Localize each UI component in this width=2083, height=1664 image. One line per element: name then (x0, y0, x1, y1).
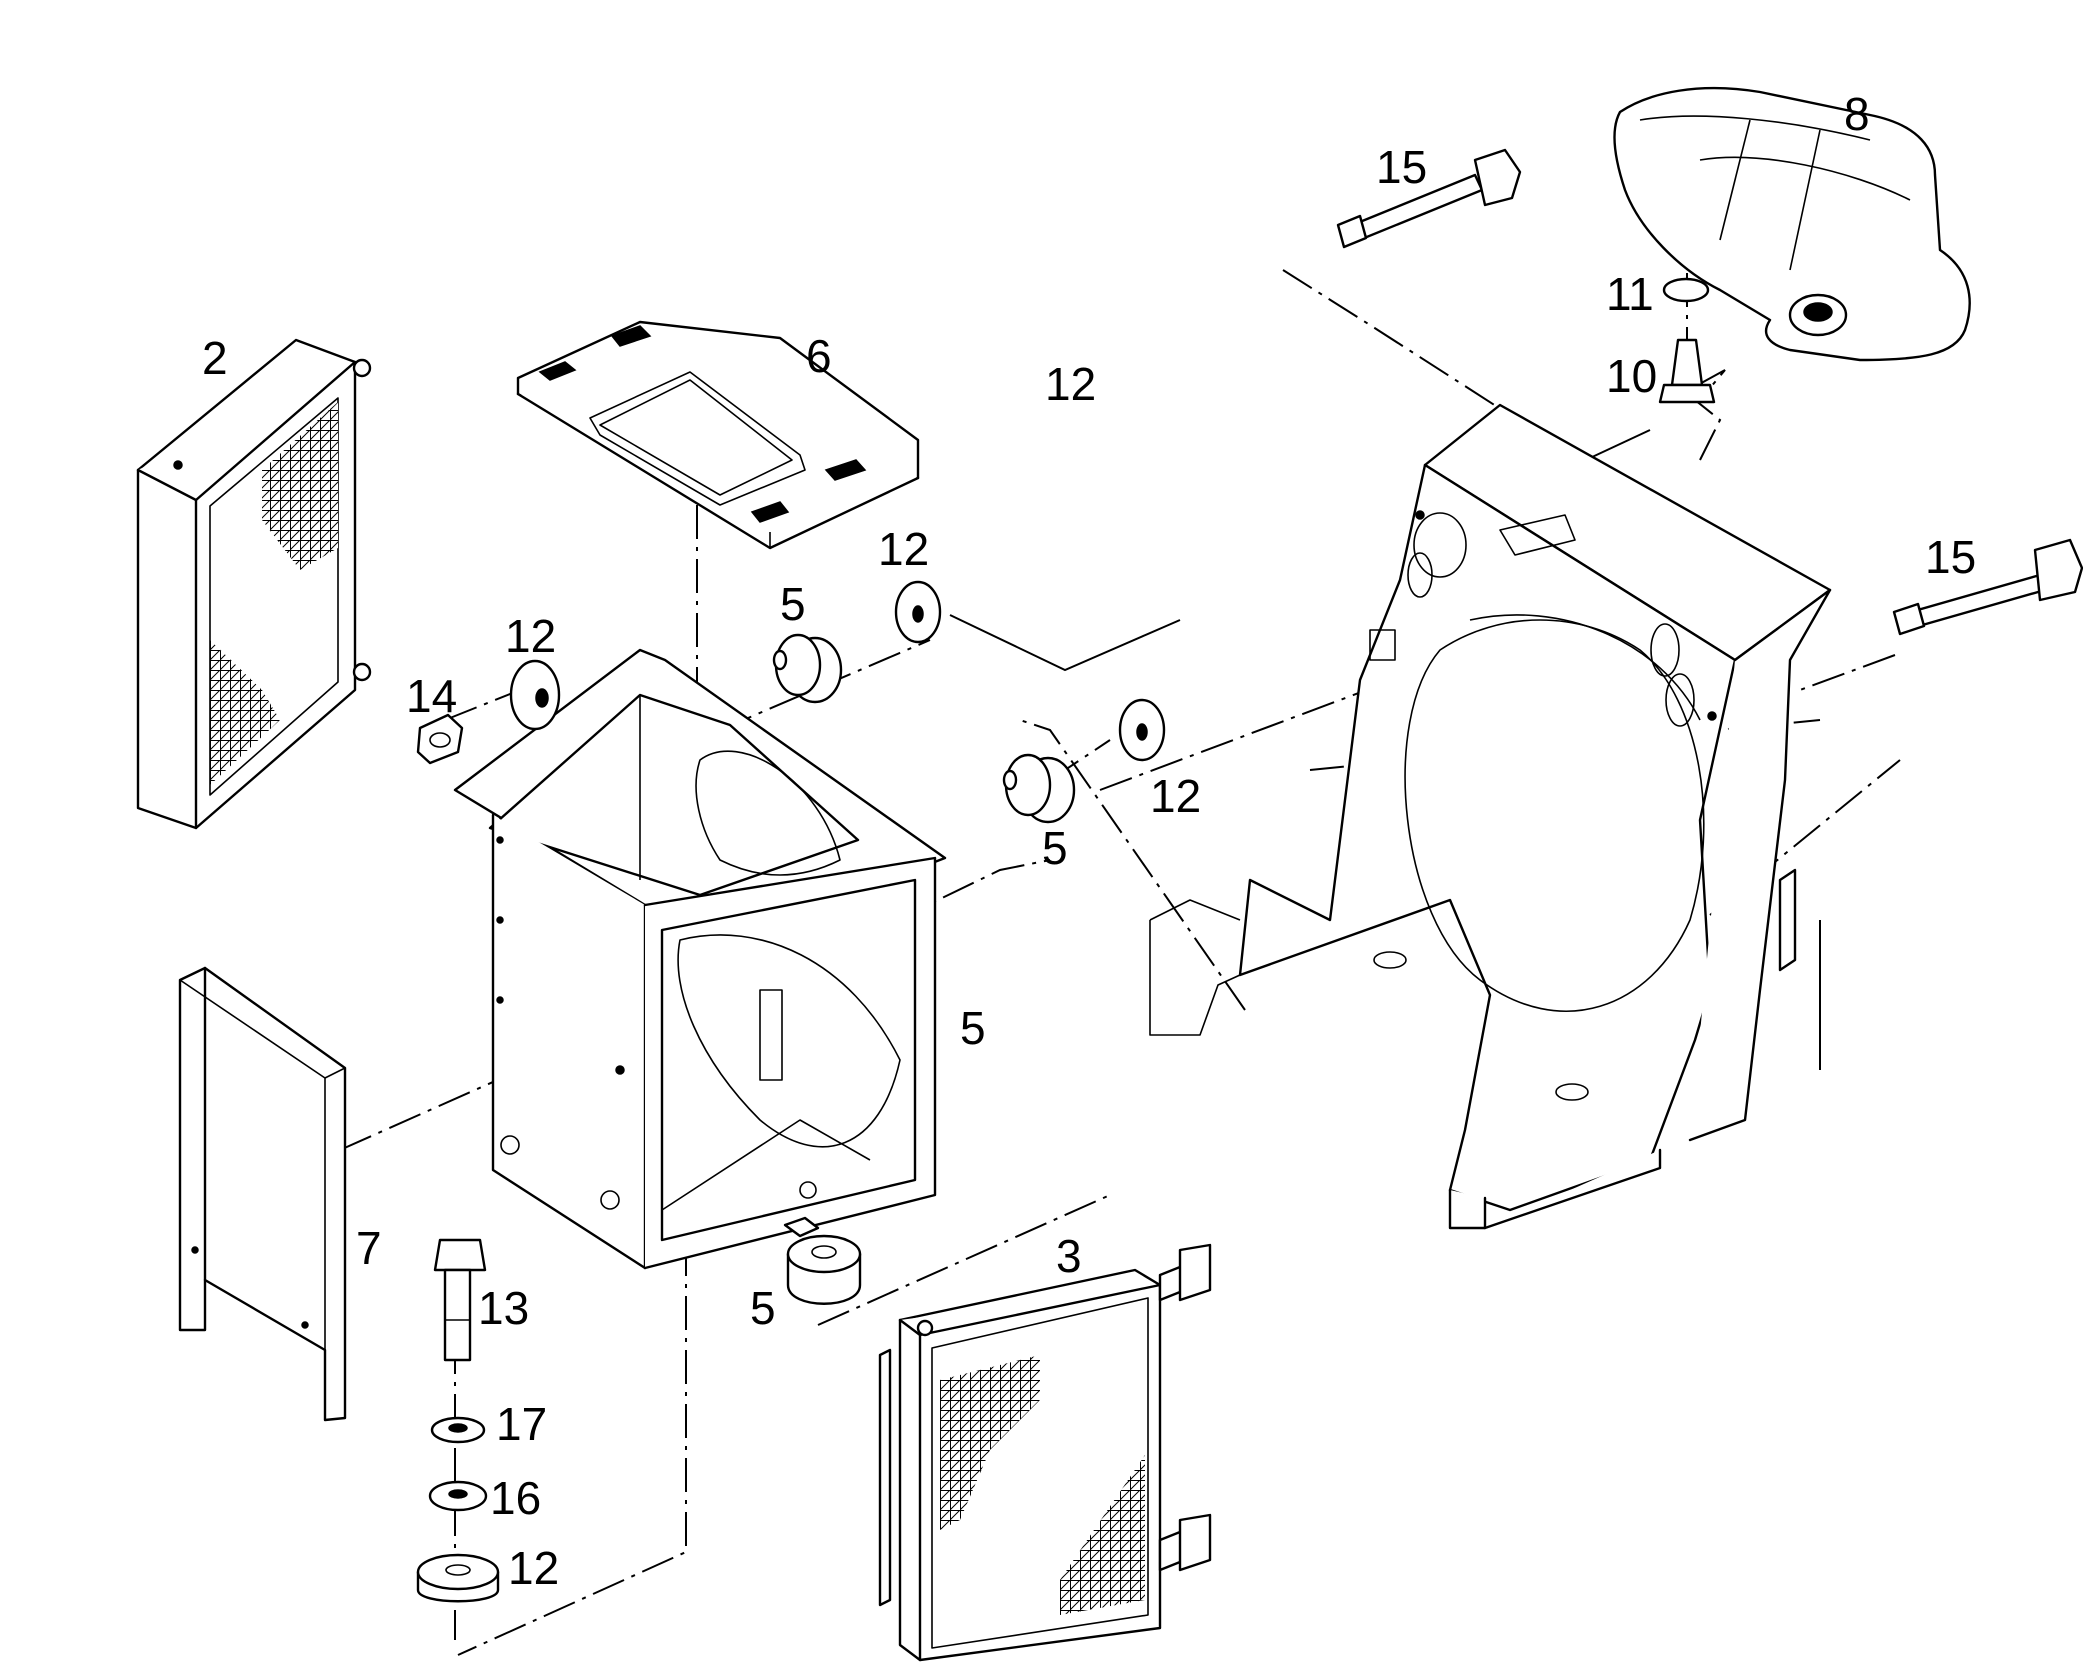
filler-cap-part-10 (1658, 338, 1716, 404)
nut-part-14 (416, 713, 464, 765)
mount-part-5-upper (772, 633, 843, 704)
callout-16: 16 (490, 1472, 541, 1524)
callout-8: 8 (1844, 88, 1870, 140)
callout-13: 13 (478, 1282, 529, 1334)
fan-box-housing (453, 648, 947, 1270)
mount-part-5-lower (783, 1216, 862, 1305)
callout-6: 6 (806, 330, 832, 382)
callout-12-left: 12 (505, 610, 556, 662)
callout-11: 11 (1606, 268, 1654, 320)
washer-part-12-left (509, 659, 561, 731)
callout-12-bottom: 12 (508, 1542, 559, 1594)
bolt-part-15-top (1336, 148, 1522, 249)
fan-shroud-assembly (1149, 403, 1832, 1230)
callout-12-upper: 12 (878, 523, 929, 575)
side-panel-part-7 (178, 966, 347, 1422)
callout-7: 7 (356, 1222, 382, 1274)
bolt-part-15-right (1892, 538, 2083, 636)
callout-5-mid: 5 (1042, 822, 1068, 874)
mount-part-5-mid (1002, 753, 1076, 824)
washer-part-16 (428, 1480, 488, 1512)
callout-12-mid: 12 (1150, 770, 1201, 822)
washer-part-17 (430, 1416, 486, 1444)
callout-5-box: 5 (960, 1002, 986, 1054)
washer-part-12-mid (1118, 698, 1166, 762)
callout-5-lower: 5 (750, 1282, 776, 1334)
callout-12-top: 12 (1045, 358, 1096, 410)
top-plate-part-6 (516, 320, 920, 550)
callout-3: 3 (1056, 1230, 1082, 1282)
radiator-core-part-3 (878, 1243, 1212, 1662)
callout-15-top: 15 (1376, 141, 1427, 193)
callout-14: 14 (406, 670, 457, 722)
washer-part-12-bottom (416, 1553, 500, 1603)
callout-10: 10 (1606, 350, 1657, 402)
callout-5-upper: 5 (780, 578, 806, 630)
grille-panel-part-2 (136, 338, 372, 830)
bolt-part-13 (433, 1238, 487, 1362)
washer-part-12-upper (894, 580, 942, 644)
callout-15-right: 15 (1925, 531, 1976, 583)
o-ring-part-11 (1662, 277, 1710, 303)
callout-17: 17 (496, 1398, 547, 1450)
callout-labels: 2 6 12 15 8 11 10 15 12 5 12 14 12 5 5 7… (202, 88, 1976, 1594)
callout-2: 2 (202, 332, 228, 384)
expansion-tank-part-8 (1613, 86, 1971, 362)
